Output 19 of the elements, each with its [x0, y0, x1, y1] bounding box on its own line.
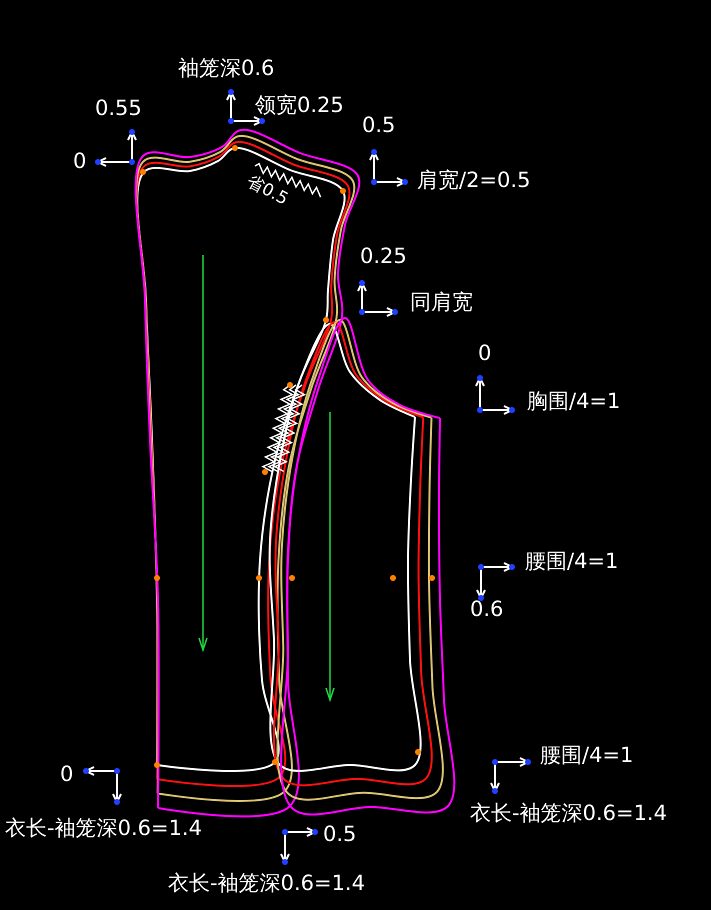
measurement-label: 0	[60, 763, 74, 786]
measurement-label: 0.5	[323, 823, 356, 846]
measurement-label: 腰围/4=1	[540, 744, 634, 768]
measurement-label: 0	[73, 150, 86, 174]
measurement-label: 省0.5	[243, 172, 291, 210]
measurement-label: 领宽0.25	[255, 94, 344, 118]
measurement-label: 0	[478, 342, 492, 366]
measurement-label: 衣长-袖笼深0.6=1.4	[470, 802, 667, 826]
measurement-label: 胸围/4=1	[527, 390, 620, 414]
measurement-label: 0.5	[362, 114, 396, 138]
measurement-label: 0.25	[360, 245, 407, 268]
measurement-label: 腰围/4=1	[525, 550, 618, 574]
measurement-label: 衣长-袖笼深0.6=1.4	[168, 872, 365, 896]
measurement-label: 衣长-袖笼深0.6=1.4	[5, 817, 202, 840]
measurement-label: 0.55	[95, 97, 142, 120]
measurement-label: 肩宽/2=0.5	[417, 169, 530, 192]
measurement-label: 0.6	[470, 598, 504, 622]
measurement-label: 同肩宽	[410, 291, 473, 314]
measurement-label: 袖笼深0.6	[178, 57, 274, 80]
